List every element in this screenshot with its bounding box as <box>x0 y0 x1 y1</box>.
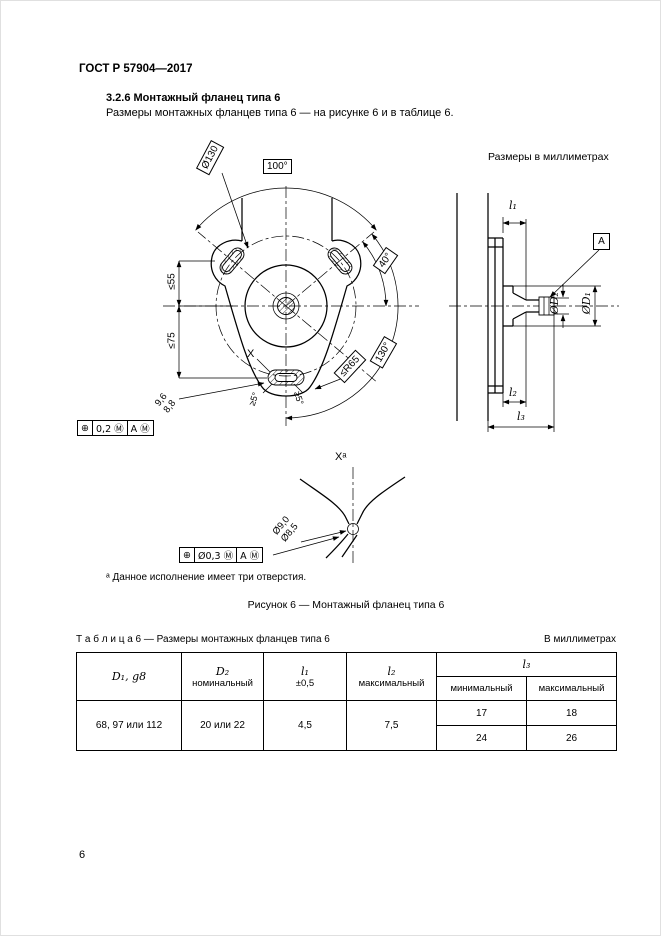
position-symbol-icon: ⊕ <box>77 420 93 436</box>
header-l3: l₃ <box>436 652 617 677</box>
dim-le75-label: ≤75 <box>166 332 178 349</box>
front-view <box>163 172 419 426</box>
dim-ge5-left-label: ≥5° <box>246 391 261 408</box>
tolerance-value: 0,2 Ⓜ <box>92 420 128 436</box>
header-l1: l₁ ±0,5 <box>263 652 347 701</box>
dim-r65-label: ≤R65 <box>333 349 367 384</box>
cell-l1-value: 4,5 <box>263 700 347 751</box>
datum-reference: A Ⓜ <box>126 420 154 436</box>
cell-d2-value: 20 или 22 <box>181 700 264 751</box>
dim-dia130-label: Ø130 <box>195 139 225 176</box>
dim-l1-label: l₁ <box>509 199 517 212</box>
section-paragraph: Размеры монтажных фланцев типа 6 — на ри… <box>106 107 454 119</box>
position-symbol-icon: ⊕ <box>179 547 195 563</box>
position-tolerance-frame: ⊕ 0,2 Ⓜ A Ⓜ <box>77 420 154 436</box>
header-l3-max: максимальный <box>526 676 617 701</box>
dim-ge5-right-label: ≥5° <box>291 390 306 407</box>
datum-reference: A Ⓜ <box>236 547 264 563</box>
dim-le55-label: ≤55 <box>166 273 178 290</box>
dim-dd1-label: ØD₁ <box>579 292 593 315</box>
table-6: D₁, g8 D₂ номинальный l₁ ±0,5 l₂ максима… <box>76 652 617 751</box>
dim-angle100-label: 100° <box>263 159 292 174</box>
doc-number: ГОСТ Р 57904—2017 <box>79 63 193 75</box>
cell-l3-min-1: 17 <box>436 700 527 726</box>
dim-l3-label: l₃ <box>517 410 525 423</box>
dim-angle130-label: 130° <box>369 336 398 369</box>
dim-dd2-label: ØD₂ <box>547 292 561 315</box>
units-note: Размеры в миллиметрах <box>488 151 609 163</box>
table-titlebar: Т а б л и ц а 6 — Размеры монтажных флан… <box>76 634 616 645</box>
side-view <box>449 193 619 432</box>
detail-x-marker: X <box>247 348 255 360</box>
tolerance-value: Ø0,3 Ⓜ <box>194 547 238 563</box>
header-d2: D₂ номинальный <box>181 652 264 701</box>
header-l2: l₂ максимальный <box>346 652 437 701</box>
table-title: Т а б л и ц а 6 — Размеры монтажных флан… <box>76 634 330 645</box>
figure-caption: Рисунок 6 — Монтажный фланец типа 6 <box>247 599 445 611</box>
cell-l2-value: 7,5 <box>346 700 437 751</box>
header-l3-min: минимальный <box>436 676 527 701</box>
figure-footnote: ᵃ Данное исполнение имеет три отверстия. <box>106 572 307 583</box>
detail-hole-dims: Ø9,0 Ø8,5 <box>267 510 305 550</box>
detail-x-title: Xᵃ <box>335 451 347 463</box>
dim-slot-width-label: 9,6 8,8 <box>148 385 183 422</box>
cell-l3-min-2: 24 <box>436 725 527 751</box>
detail-position-tolerance-frame: ⊕ Ø0,3 Ⓜ A Ⓜ <box>179 547 264 563</box>
header-d1: D₁, g8 <box>76 652 182 701</box>
table-units: В миллиметрах <box>544 634 616 645</box>
datum-a-box: A <box>593 233 610 250</box>
cell-l3-max-2: 26 <box>526 725 617 751</box>
cell-d1-value: 68, 97 или 112 <box>76 700 182 751</box>
dim-angle40-label: 40° <box>372 246 399 275</box>
dim-l2-label: l₂ <box>509 386 517 399</box>
section-heading: 3.2.6 Монтажный фланец типа 6 <box>106 92 281 104</box>
cell-l3-max-1: 18 <box>526 700 617 726</box>
page-number: 6 <box>79 849 86 861</box>
